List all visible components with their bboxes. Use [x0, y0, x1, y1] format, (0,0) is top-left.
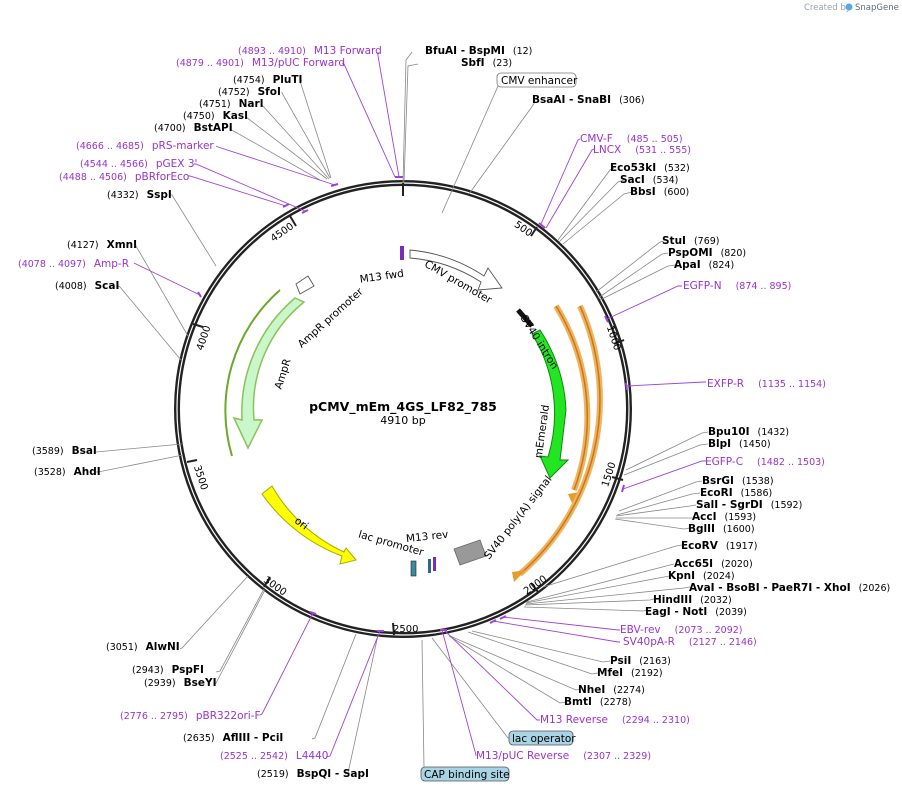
snapgene-logo-icon — [845, 3, 853, 11]
ori-arrow — [261, 485, 357, 565]
svg-text:SacI(534): SacI(534) — [620, 174, 678, 186]
ampr-arrow — [224, 289, 306, 457]
svg-text:EcoRV(1917): EcoRV(1917) — [681, 540, 757, 552]
ampr-label: AmpR — [273, 357, 294, 391]
svg-text:EXFP-R(1135 .. 1154): EXFP-R(1135 .. 1154) — [707, 378, 826, 390]
svg-text:CAP binding site: CAP binding site — [424, 769, 510, 781]
svg-text:AccI(1593): AccI(1593) — [692, 511, 756, 523]
svg-text:AvaI - BsoBI - PaeR7I - XhoI(2: AvaI - BsoBI - PaeR7I - XhoI(2026) — [689, 582, 890, 594]
svg-text:KpnI(2024): KpnI(2024) — [668, 570, 735, 582]
lac-operator-box: lac operator — [508, 730, 576, 746]
lac-promoter-marks — [410, 557, 436, 577]
svg-text:CMV-F(485 .. 505): CMV-F(485 .. 505) — [580, 133, 683, 145]
svg-text:SV40pA-R(2127 .. 2146): SV40pA-R(2127 .. 2146) — [623, 636, 757, 648]
svg-text:(2525 .. 2542)L4440: (2525 .. 2542)L4440 — [220, 750, 328, 762]
svg-text:BfuAI - BspMI(12): BfuAI - BspMI(12) — [425, 45, 532, 57]
svg-text:BlpI(1450): BlpI(1450) — [708, 438, 771, 450]
svg-text:lac operator: lac operator — [512, 733, 576, 745]
memerald-label: mEmerald — [533, 404, 552, 459]
svg-text:(2943)PspFI: (2943)PspFI — [132, 664, 204, 676]
svg-text:NheI(2274): NheI(2274) — [578, 684, 645, 696]
svg-text:(4893 .. 4910)M13 Forward: (4893 .. 4910)M13 Forward — [238, 45, 382, 57]
svg-text:1000: 1000 — [604, 324, 622, 352]
m13-rev-label: M13 rev — [405, 529, 449, 545]
svg-text:(3051)AlwNI: (3051)AlwNI — [106, 641, 180, 653]
svg-text:EBV-rev(2073 .. 2092): EBV-rev(2073 .. 2092) — [620, 624, 743, 636]
svg-text:EcoRI(1586): EcoRI(1586) — [700, 487, 772, 499]
svg-text:PspOMI(820): PspOMI(820) — [668, 247, 746, 259]
svg-text:Eco53kI(532): Eco53kI(532) — [610, 162, 690, 174]
svg-text:(4332)SspI: (4332)SspI — [107, 189, 172, 201]
svg-text:BglII(1600): BglII(1600) — [688, 523, 755, 535]
m13-fwd-label: M13 fwd — [359, 268, 405, 286]
cmv-promoter-arrow — [409, 249, 503, 291]
svg-text:BsaAI - SnaBI(306): BsaAI - SnaBI(306) — [532, 94, 645, 106]
created-by-label: Created by — [804, 3, 851, 13]
sv40-intron-bar — [516, 308, 534, 328]
svg-text:BsrGI(1538): BsrGI(1538) — [702, 475, 774, 487]
svg-text:(4666 .. 4685)pRS-marker: (4666 .. 4685)pRS-marker — [76, 140, 214, 152]
svg-text:(4488 .. 4506)pBRforEco: (4488 .. 4506)pBRforEco — [59, 171, 189, 183]
svg-text:(4078 .. 4097)Amp-R: (4078 .. 4097)Amp-R — [18, 258, 129, 270]
svg-text:(3589)BsaI: (3589)BsaI — [32, 445, 97, 457]
primer-labels: (4893 .. 4910)M13 Forward (4879 .. 4901)… — [18, 45, 826, 762]
svg-text:MfeI(2192): MfeI(2192) — [597, 667, 663, 679]
svg-text:(2939)BseYI: (2939)BseYI — [144, 677, 216, 689]
svg-text:EagI - NotI(2039): EagI - NotI(2039) — [645, 606, 747, 618]
m13-fwd-marker — [400, 246, 404, 260]
svg-text:(4879 .. 4901)M13/pUC Forward: (4879 .. 4901)M13/pUC Forward — [176, 57, 345, 69]
svg-text:2500: 2500 — [393, 624, 418, 635]
enzyme-labels: BfuAI - BspMI(12) SbfI(23) BsaAI - SnaBI… — [32, 45, 890, 780]
tick-marks — [186, 183, 625, 636]
memerald-arrow — [531, 329, 570, 479]
svg-text:(4127)XmnI: (4127)XmnI — [67, 239, 137, 251]
svg-text:BmtI(2278): BmtI(2278) — [564, 696, 631, 708]
svg-text:M13/pUC Reverse(2307 .. 2329): M13/pUC Reverse(2307 .. 2329) — [476, 750, 651, 762]
svg-text:StuI(769): StuI(769) — [662, 235, 720, 247]
plasmid-size: 4910 bp — [380, 414, 425, 427]
snapgene-brand: SnapGene — [855, 3, 899, 13]
svg-text:EGFP-C(1482 .. 1503): EGFP-C(1482 .. 1503) — [705, 456, 825, 468]
svg-text:LNCX(531 .. 555): LNCX(531 .. 555) — [593, 144, 691, 156]
svg-text:M13 Reverse(2294 .. 2310): M13 Reverse(2294 .. 2310) — [540, 714, 690, 726]
svg-text:(4008)ScaI: (4008)ScaI — [55, 280, 119, 292]
svg-text:(4752)SfoI: (4752)SfoI — [218, 86, 281, 98]
svg-text:(2635)AflIII - PciI: (2635)AflIII - PciI — [183, 732, 283, 744]
svg-text:4000: 4000 — [195, 324, 213, 352]
sv40-intron-label: SV40 intron — [518, 313, 561, 371]
svg-text:(3528)AhdI: (3528)AhdI — [34, 466, 101, 478]
svg-text:HindIII(2032): HindIII(2032) — [653, 594, 732, 606]
svg-text:(4750)KasI: (4750)KasI — [183, 110, 248, 122]
svg-text:EGFP-N(874 .. 895): EGFP-N(874 .. 895) — [683, 280, 791, 292]
svg-text:SbfI(23): SbfI(23) — [461, 57, 512, 69]
cap-binding-site-box: CAP binding site — [420, 766, 510, 782]
svg-text:(4700)BstAPI: (4700)BstAPI — [154, 122, 233, 134]
svg-text:(2776 .. 2795)pBR322ori-F: (2776 .. 2795)pBR322ori-F — [120, 710, 261, 722]
svg-text:Bpu10I(1432): Bpu10I(1432) — [708, 426, 789, 438]
primer-leader-lines — [133, 52, 706, 758]
svg-text:(4751)NarI: (4751)NarI — [199, 98, 264, 110]
svg-text:(2519)BspQI - SapI: (2519)BspQI - SapI — [257, 768, 369, 780]
svg-text:CMV enhancer: CMV enhancer — [501, 75, 578, 87]
ampr-promoter-arrow — [295, 275, 315, 295]
sv40-polya-box — [453, 539, 487, 566]
svg-text:(4544 .. 4566)pGEX 3': (4544 .. 4566)pGEX 3' — [80, 158, 197, 170]
svg-text:SalI - SgrDI(1592): SalI - SgrDI(1592) — [696, 499, 802, 511]
orange-feature-arcs — [512, 304, 603, 582]
ampr-promoter-label: AmpR promoter — [296, 285, 367, 350]
primer-marks — [197, 176, 628, 632]
svg-text:ApaI(824): ApaI(824) — [674, 259, 734, 271]
svg-text:BbsI(600): BbsI(600) — [630, 186, 689, 198]
svg-text:(4754)PluTI: (4754)PluTI — [233, 74, 302, 86]
cmv-enhancer-box: CMV enhancer — [496, 72, 578, 88]
svg-text:PsiI(2163): PsiI(2163) — [610, 655, 671, 667]
svg-text:Acc65I(2020): Acc65I(2020) — [674, 558, 753, 570]
plasmid-name: pCMV_mEm_4GS_LF82_785 — [309, 399, 497, 415]
